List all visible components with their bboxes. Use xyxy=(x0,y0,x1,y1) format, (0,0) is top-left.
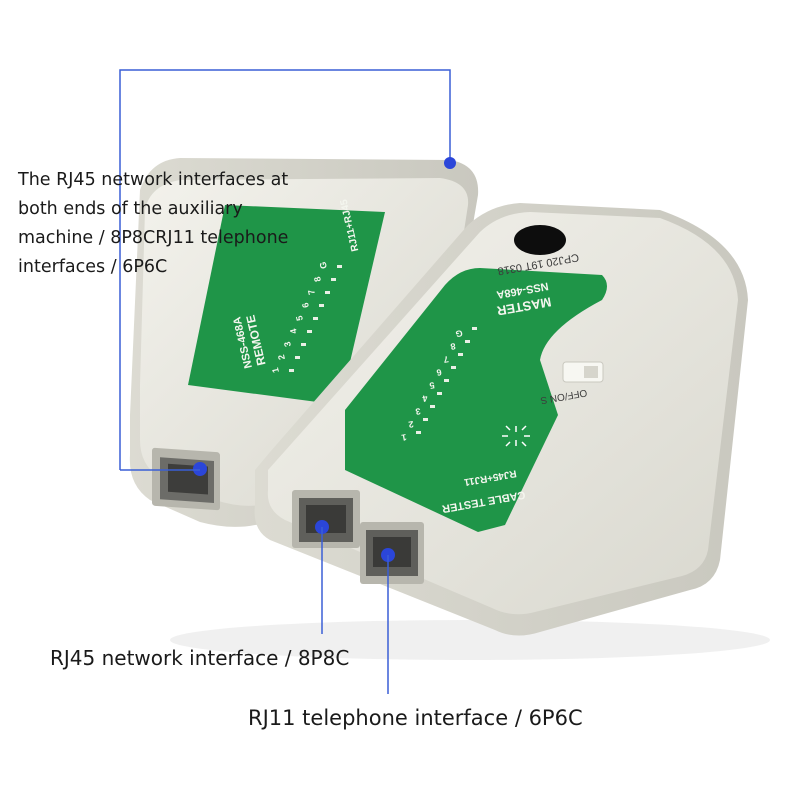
remote-led-7 xyxy=(295,356,300,359)
remote-led-5 xyxy=(307,330,312,333)
master-led-7 xyxy=(423,418,428,421)
remote-led-3 xyxy=(319,304,324,307)
callout-lines xyxy=(119,69,451,694)
remote-led-0 xyxy=(337,265,342,268)
power-button xyxy=(514,225,566,255)
master-led-8 xyxy=(416,431,421,434)
master-led-4 xyxy=(444,379,449,382)
remote-led-label-5: 4 xyxy=(288,328,299,335)
master-led-2 xyxy=(458,353,463,356)
master-led-label-6: 3 xyxy=(415,406,422,417)
power-switch xyxy=(562,361,604,383)
master-led-label-1: 8 xyxy=(450,341,457,352)
master-led-label-0: G xyxy=(455,328,464,339)
master-led-6 xyxy=(430,405,435,408)
remote-led-1 xyxy=(331,278,336,281)
callout-dot xyxy=(444,157,456,169)
remote-led-label-6: 3 xyxy=(282,341,293,348)
master-rj11-port xyxy=(360,522,424,584)
master-green-panel xyxy=(345,268,607,532)
shadow xyxy=(170,620,770,660)
remote-led-label-2: 7 xyxy=(306,289,317,296)
master-led-5 xyxy=(437,392,442,395)
remote-rj45-port xyxy=(152,447,220,511)
master-led-label-2: 7 xyxy=(443,354,450,365)
remote-led-label-0: G xyxy=(318,261,329,270)
master-led-label-4: 5 xyxy=(429,380,436,391)
remote-led-8 xyxy=(289,369,294,372)
master-led-label-8: 1 xyxy=(401,432,408,443)
remote-led-label-1: 8 xyxy=(312,276,323,283)
master-led-label-3: 6 xyxy=(436,367,443,378)
master-led-label-5: 4 xyxy=(422,393,429,404)
master-led-0 xyxy=(472,327,477,330)
remote-led-4 xyxy=(313,317,318,320)
activity-indicator xyxy=(502,425,530,447)
master-unit: CPJ20 19T 0318 NSS-468A MASTER RJ45+RJ11… xyxy=(254,203,749,636)
master-led-1 xyxy=(465,340,470,343)
master-rj45-port xyxy=(292,490,360,548)
remote-led-6 xyxy=(301,343,306,346)
caption-rj11: RJ11 telephone interface / 6P6C xyxy=(248,706,583,730)
callout-top xyxy=(119,69,451,470)
remote-led-label-8: 1 xyxy=(270,367,281,374)
remote-led-2 xyxy=(325,291,330,294)
caption-remote-interfaces: The RJ45 network interfaces at both ends… xyxy=(18,170,289,277)
master-led-label-7: 2 xyxy=(408,419,415,430)
master-led-3 xyxy=(451,366,456,369)
remote-led-label-4: 5 xyxy=(294,315,305,322)
remote-led-label-3: 6 xyxy=(300,302,311,309)
caption-rj45: RJ45 network interface / 8P8C xyxy=(50,646,350,670)
remote-led-label-7: 2 xyxy=(276,354,287,361)
